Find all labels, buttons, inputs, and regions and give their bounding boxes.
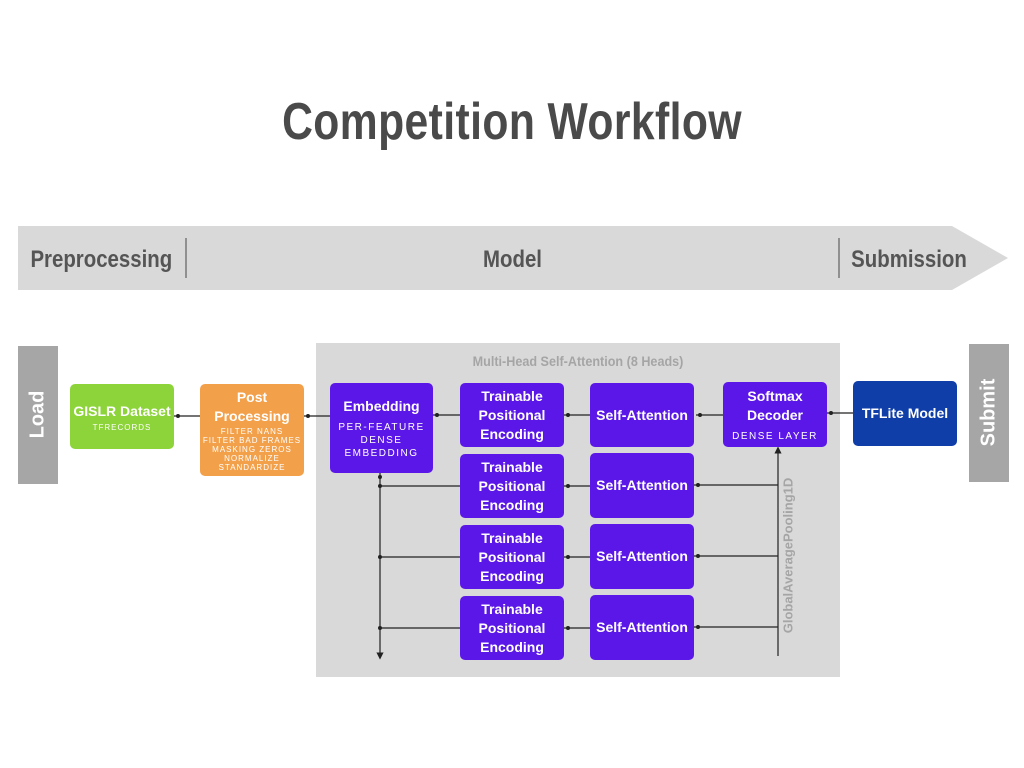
embedding-node: Embedding PER-FEATURE DENSE EMBEDDING: [330, 383, 433, 473]
self-attention-node: Self-Attention: [590, 595, 694, 660]
positional-encoding-node: Trainable Positional Encoding: [460, 383, 564, 447]
embedding-detail: DENSE: [360, 434, 403, 446]
page-title: Competition Workflow: [282, 93, 742, 151]
pe-line: Encoding: [480, 496, 544, 513]
post-processing-step: STANDARDIZE: [218, 463, 286, 472]
post-processing-step: MASKING ZEROS: [212, 445, 292, 454]
pe-line: Trainable: [481, 600, 543, 617]
softmax-decoder-node: Softmax Decoder DENSE LAYER: [723, 382, 827, 447]
gislr-dataset-node: GISLR Dataset TFRECORDS: [70, 384, 174, 449]
post-processing-node: Post Processing FILTER NANS FILTER BAD F…: [200, 384, 304, 476]
self-attention-node: Self-Attention: [590, 524, 694, 589]
pe-line: Trainable: [481, 529, 543, 546]
dataset-title: GISLR Dataset: [73, 402, 171, 419]
self-attention-label: Self-Attention: [596, 548, 688, 564]
softmax-title: Softmax Decoder: [746, 387, 804, 423]
multi-head-attention-label: Multi-Head Self-Attention (8 Heads): [472, 353, 684, 369]
stage-model: Model: [483, 246, 542, 273]
post-processing-step: NORMALIZE: [224, 454, 280, 463]
self-attention-node: Self-Attention: [590, 383, 694, 447]
pe-line: Positional: [478, 477, 546, 494]
tflite-title: TFLite Model: [861, 405, 949, 421]
pe-line: Trainable: [481, 387, 543, 404]
positional-encoding-node: Trainable Positional Encoding: [460, 454, 564, 518]
pe-line: Positional: [478, 619, 546, 636]
pe-line: Trainable: [481, 458, 543, 475]
post-processing-title: Post Processing: [214, 389, 290, 424]
embedding-title: Embedding: [343, 397, 420, 414]
post-processing-step: FILTER BAD FRAMES: [202, 436, 302, 445]
tflite-model-node: TFLite Model: [853, 381, 957, 446]
positional-encoding-node: Trainable Positional Encoding: [460, 596, 564, 660]
self-attention-label: Self-Attention: [596, 619, 688, 635]
positional-encoding-node: Trainable Positional Encoding: [460, 525, 564, 589]
load-bar: [18, 346, 58, 484]
embedding-detail: PER-FEATURE: [338, 421, 425, 433]
pe-line: Encoding: [480, 567, 544, 584]
embedding-detail: EMBEDDING: [344, 447, 419, 459]
softmax-subtitle: DENSE LAYER: [732, 430, 818, 442]
post-processing-step: FILTER NANS: [220, 427, 284, 436]
pe-line: Encoding: [480, 425, 544, 442]
self-attention-node: Self-Attention: [590, 453, 694, 518]
self-attention-label: Self-Attention: [596, 406, 688, 423]
dataset-subtitle: TFRECORDS: [92, 422, 152, 432]
pe-line: Positional: [478, 548, 546, 565]
pe-line: Encoding: [480, 638, 544, 655]
stage-preprocessing: Preprocessing: [30, 246, 173, 273]
stage-submission: Submission: [851, 246, 967, 273]
pe-line: Positional: [478, 406, 546, 423]
submit-bar: [969, 344, 1009, 482]
self-attention-label: Self-Attention: [596, 477, 688, 493]
